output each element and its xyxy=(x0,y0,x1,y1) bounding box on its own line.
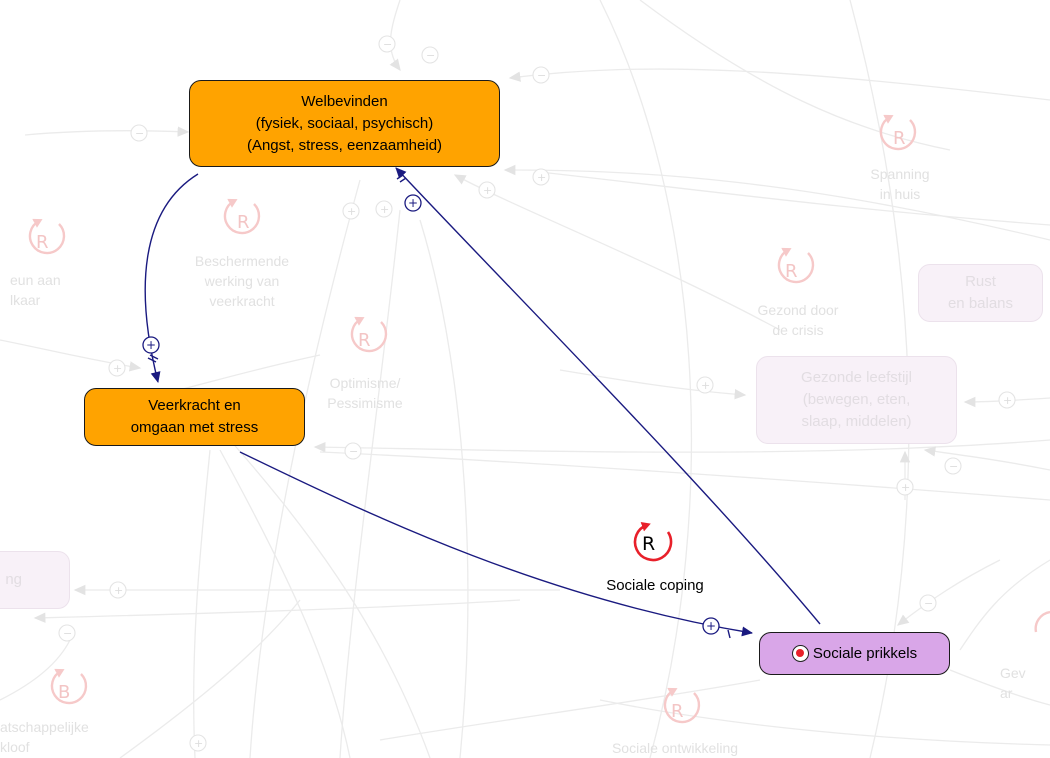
svg-text:−: − xyxy=(349,445,358,458)
loop-letter: R xyxy=(893,128,906,149)
svg-text:+: + xyxy=(701,379,710,392)
loop-label-optimisme: Optimisme/ Pessimisme xyxy=(327,375,403,411)
node-sociale-prikkels[interactable]: Sociale prikkels xyxy=(759,632,950,675)
svg-text:+: + xyxy=(380,203,389,216)
loop-label-beschermende: Beschermende werking van veerkracht xyxy=(194,253,290,309)
svg-text:+: + xyxy=(194,737,203,750)
loop-letter: R xyxy=(671,701,684,722)
loop-label-steun: eun aan lkaar xyxy=(10,272,61,308)
svg-text:−: − xyxy=(383,38,392,51)
node-label: Sociale prikkels xyxy=(812,644,918,662)
loop-letter: R xyxy=(785,261,798,282)
loop-label-gezond-crisis: Gezond door de crisis xyxy=(757,302,839,338)
loop-label-gev: Gev ar xyxy=(1000,665,1026,701)
node-veerkracht[interactable]: Veerkracht en omgaan met stress xyxy=(84,388,305,446)
node-gezonde-leefstijl[interactable]: Gezonde leefstijl (bewegen, eten, slaap,… xyxy=(756,356,957,444)
trigger-icon xyxy=(791,645,809,662)
loop-label-kloof: atschappelijke kloof xyxy=(0,719,89,755)
svg-text:+: + xyxy=(1003,394,1012,407)
loop-letter: R xyxy=(36,232,49,253)
svg-text:+: + xyxy=(537,171,546,184)
svg-text:−: − xyxy=(537,69,546,82)
svg-text:−: − xyxy=(63,627,72,640)
loop-letter: R xyxy=(237,212,250,233)
svg-text:−: − xyxy=(949,460,958,473)
loop-label-sociale-coping: Sociale coping xyxy=(606,577,704,594)
background-polarity-markers: − − − − + + + + + + + − − + + − − + xyxy=(58,35,1016,752)
loop-label-spanning: Spanning in huis xyxy=(870,166,930,202)
active-links xyxy=(144,167,821,639)
loop-letter: B xyxy=(58,682,70,703)
active-polarity-markers: + + + xyxy=(142,194,720,635)
svg-text:−: − xyxy=(426,49,435,62)
node-left-partial[interactable]: ng xyxy=(0,551,70,609)
svg-text:−: − xyxy=(924,597,933,610)
svg-text:+: + xyxy=(114,584,123,597)
svg-text:+: + xyxy=(901,481,910,494)
svg-text:+: + xyxy=(347,205,356,218)
svg-text:+: + xyxy=(113,362,122,375)
loop-label-ontwikkeling: Sociale ontwikkeling xyxy=(611,740,739,756)
plus-sign: + xyxy=(146,338,156,352)
loop-symbol-sociale-coping[interactable]: R xyxy=(633,521,673,562)
loop-letter: R xyxy=(642,533,655,555)
node-welbevinden[interactable]: Welbevinden (fysiek, sociaal, psychisch)… xyxy=(189,80,500,167)
loop-letter: R xyxy=(358,330,371,351)
background-loop-letters: R R R R R B R xyxy=(36,128,906,722)
plus-sign: + xyxy=(408,196,418,210)
svg-text:−: − xyxy=(135,127,144,140)
node-rust-en-balans[interactable]: Rust en balans xyxy=(918,264,1043,322)
svg-text:+: + xyxy=(483,184,492,197)
plus-sign: + xyxy=(706,619,716,633)
background-loop-symbols xyxy=(28,114,1050,724)
